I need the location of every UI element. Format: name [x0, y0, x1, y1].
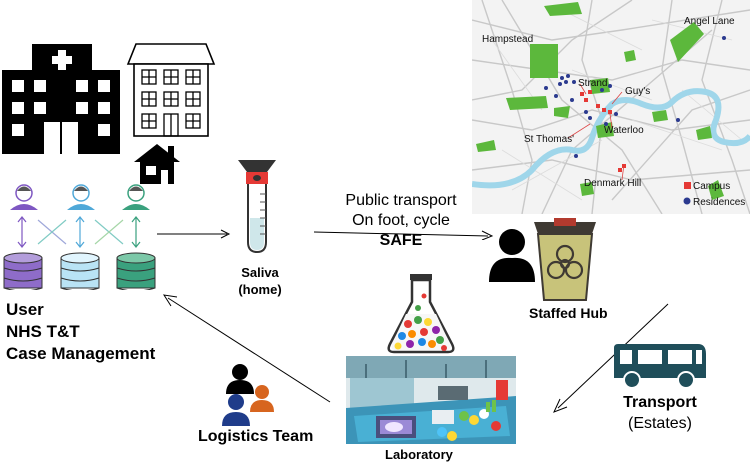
laboratory-label: Laboratory [385, 447, 453, 462]
transport-label: Transport (Estates) [612, 392, 708, 434]
legend-campus-label: Campus [693, 181, 730, 192]
database-icon [116, 252, 156, 290]
map-label-hampstead: Hampstead [482, 34, 533, 45]
arrow-to-saliva [157, 229, 231, 239]
public-transport-line: Public transport [345, 192, 457, 209]
hub-person-icon [489, 229, 535, 282]
saliva-home-line: (home) [238, 282, 282, 297]
campus-markers [580, 90, 626, 172]
legend-campus-swatch [684, 182, 691, 189]
person-icon [10, 184, 38, 210]
team-people-icon [222, 364, 274, 426]
person-icon [122, 184, 150, 210]
foot-cycle-line: On foot, cycle [352, 212, 450, 229]
person-icon [67, 184, 95, 210]
arrow-to-users [162, 294, 331, 403]
map-label-guys: Guy's [625, 86, 650, 97]
hospital-building-icon [2, 44, 120, 154]
lab-flask-icon [387, 274, 455, 354]
map-label-waterloo: Waterloo [604, 125, 644, 136]
staffed-hub-label: Staffed Hub [529, 305, 608, 321]
user-line: User [6, 300, 44, 319]
river-thames [472, 88, 750, 189]
arrow-to-hub [313, 230, 494, 240]
nhs-line: NHS T&T [6, 322, 80, 341]
user-label: User NHS T&T Case Management [6, 299, 155, 365]
laboratory-illustration [346, 356, 516, 444]
transport-modes: Public transport On foot, cycle SAFE [318, 191, 484, 251]
arrow-to-lab [553, 303, 669, 413]
house-icon [134, 144, 180, 184]
map-label-st-thomas: St Thomas' [524, 134, 574, 145]
legend-residences-swatch [683, 197, 691, 205]
logistics-team-label: Logistics Team [198, 428, 314, 445]
apartment-building-icon [126, 43, 216, 137]
biohazard-bin-icon [534, 218, 596, 301]
case-management-line: Case Management [6, 344, 156, 363]
london-map: Hampstead Angel Lane Strand Guy's St Tho… [472, 0, 750, 214]
estates-line: (Estates) [627, 415, 692, 432]
saliva-label: Saliva (home) [228, 264, 292, 298]
map-label-angel-lane: Angel Lane [684, 16, 735, 27]
map-label-denmark-hill: Denmark Hill [584, 178, 641, 189]
residence-markers [544, 36, 726, 158]
safe-line: SAFE [379, 232, 423, 249]
database-icon [3, 252, 43, 290]
saliva-line: Saliva [241, 265, 279, 280]
saliva-test-tube-icon [238, 160, 276, 254]
user-database-group [3, 184, 156, 290]
map-label-strand: Strand [578, 78, 607, 89]
legend-residences-label: Residences [693, 197, 745, 208]
map-legend: Campus Residences [683, 181, 745, 208]
bus-icon [614, 344, 706, 389]
transport-line: Transport [623, 394, 697, 411]
database-icon [60, 252, 100, 290]
